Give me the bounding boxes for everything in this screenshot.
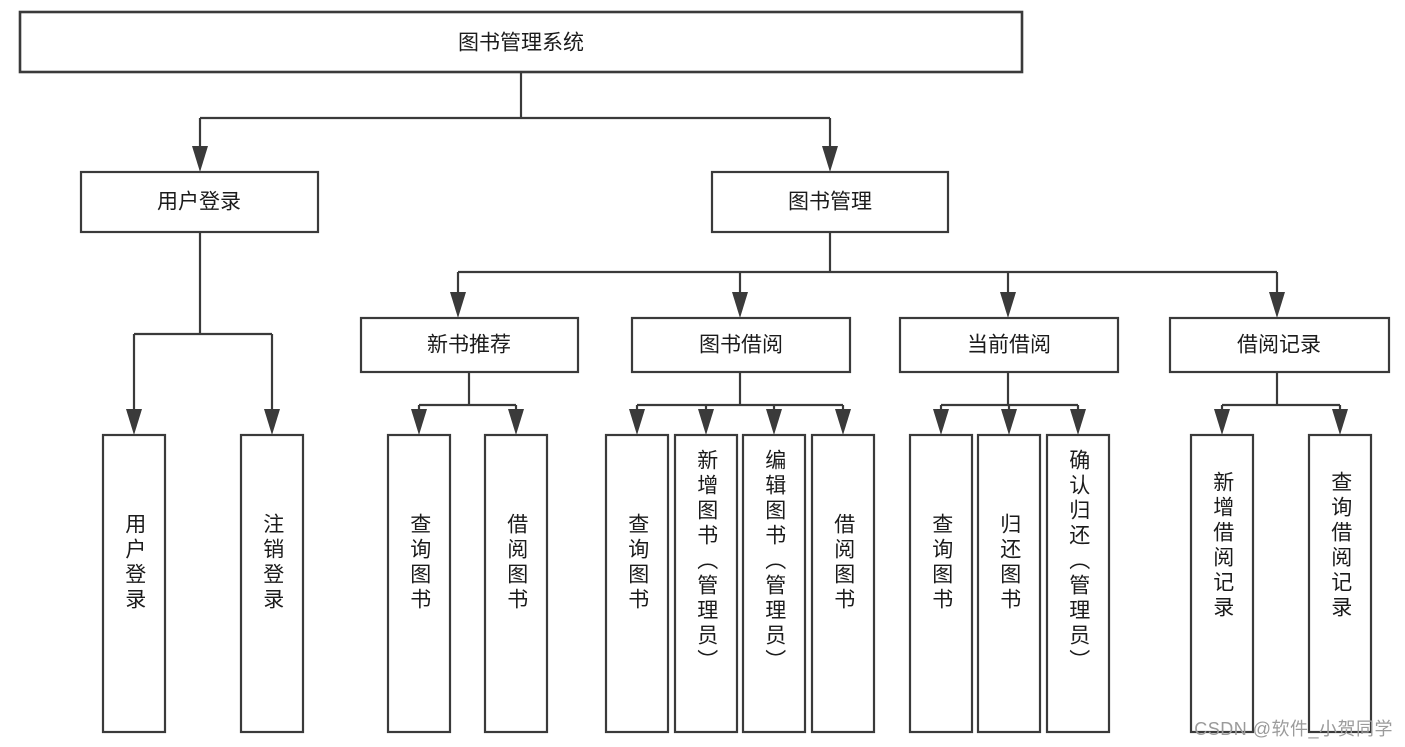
node-new-book-recommend-label: 新书推荐 (427, 334, 511, 357)
node-borrow-record-box[interactable] (1168, 316, 1391, 374)
arrow-book-manage-to-current-borrow (1000, 292, 1016, 318)
arrow-borrow-record-leaf-2 (1332, 409, 1348, 435)
connector-group-current-borrow (933, 372, 1086, 435)
node-book-borrow[interactable]: 图书借阅 (630, 316, 852, 374)
node-root-box[interactable] (18, 10, 1024, 74)
leaf-box-user-login-1[interactable] (101, 433, 167, 734)
leaf-box-new-book-1[interactable] (386, 433, 452, 734)
arrow-user-login-leaf-2 (264, 409, 280, 435)
leaf-box-user-login-2[interactable] (239, 433, 305, 734)
connector-group-book-borrow (629, 372, 851, 435)
node-user-login-box[interactable] (79, 170, 320, 234)
arrow-book-manage-to-book-borrow (732, 292, 748, 318)
leaf-box-borrow-record-1[interactable] (1189, 433, 1255, 734)
arrow-user-login-leaf-1 (126, 409, 142, 435)
leaf-box-book-borrow-3[interactable] (741, 433, 807, 734)
node-root-label: 图书管理系统 (458, 32, 584, 55)
arrow-new-book-leaf-2 (508, 409, 524, 435)
leaf-box-current-borrow-1[interactable] (908, 433, 974, 734)
node-book-borrow-label: 图书借阅 (699, 334, 783, 357)
leaf-box-book-borrow-1[interactable] (604, 433, 670, 734)
connector-group-new-book-recommend (411, 372, 524, 435)
arrow-borrow-record-leaf-1 (1214, 409, 1230, 435)
node-borrow-record-label: 借阅记录 (1237, 334, 1321, 357)
node-book-manage-box[interactable] (710, 170, 950, 234)
node-user-login-label: 用户登录 (157, 191, 241, 214)
node-current-borrow[interactable]: 当前借阅 (898, 316, 1120, 374)
node-borrow-record[interactable]: 借阅记录 (1168, 316, 1391, 374)
arrow-current-borrow-leaf-1 (933, 409, 949, 435)
arrow-root-to-user-login (192, 146, 208, 172)
leaf-box-current-borrow-3[interactable] (1045, 433, 1111, 734)
connector-group-user-login (126, 232, 280, 435)
node-book-borrow-box[interactable] (630, 316, 852, 374)
arrow-current-borrow-leaf-3 (1070, 409, 1086, 435)
arrow-new-book-leaf-1 (411, 409, 427, 435)
arrow-book-manage-to-new-book (450, 292, 466, 318)
leaf-box-borrow-record-2[interactable] (1307, 433, 1373, 734)
node-new-book-recommend[interactable]: 新书推荐 (359, 316, 580, 374)
arrow-current-borrow-leaf-2 (1001, 409, 1017, 435)
node-root[interactable]: 图书管理系统 (18, 10, 1024, 74)
leaf-box-new-book-2[interactable] (483, 433, 549, 734)
leaf-box-book-borrow-4[interactable] (810, 433, 876, 734)
node-current-borrow-box[interactable] (898, 316, 1120, 374)
arrow-book-borrow-leaf-1 (629, 409, 645, 435)
connector-group-root (192, 72, 838, 172)
node-book-manage-label: 图书管理 (788, 191, 872, 214)
arrow-book-borrow-leaf-4 (835, 409, 851, 435)
arrow-root-to-book-manage (822, 146, 838, 172)
node-new-book-recommend-box[interactable] (359, 316, 580, 374)
node-user-login[interactable]: 用户登录 (79, 170, 320, 234)
node-current-borrow-label: 当前借阅 (967, 334, 1051, 357)
connector-group-book-manage (450, 232, 1285, 318)
arrow-book-borrow-leaf-3 (766, 409, 782, 435)
leaf-box-book-borrow-2[interactable] (673, 433, 739, 734)
arrow-book-manage-to-borrow-record (1269, 292, 1285, 318)
leaf-box-current-borrow-2[interactable] (976, 433, 1042, 734)
connector-group-borrow-record (1214, 372, 1348, 435)
arrow-book-borrow-leaf-2 (698, 409, 714, 435)
node-book-manage[interactable]: 图书管理 (710, 170, 950, 234)
